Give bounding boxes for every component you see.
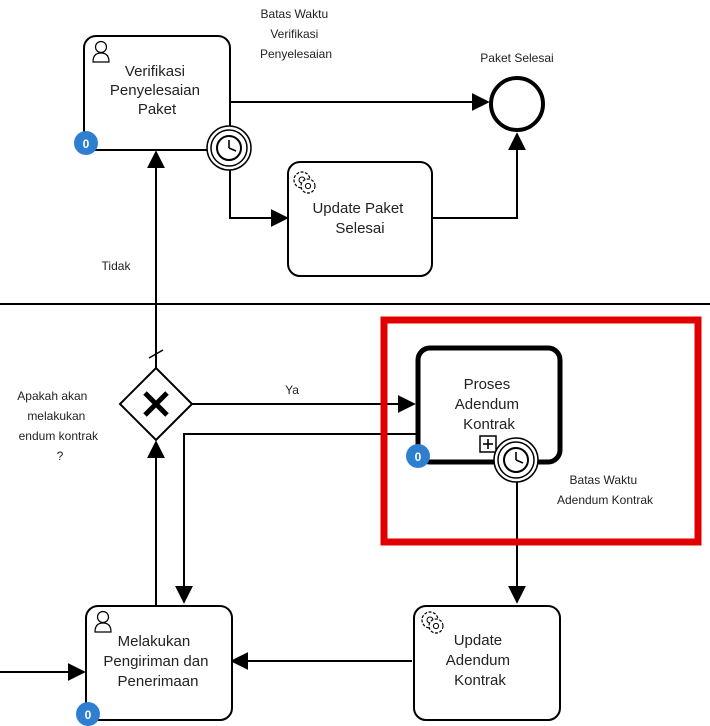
svg-text:Proses Adendum Kon: Proses Adendum Kontrak bbox=[455, 376, 523, 433]
svg-text:Update Paket Selesai: Update Paket Selesai bbox=[312, 200, 407, 237]
task-verifikasi[interactable]: Verifikasi Penyelesaian Paket bbox=[83, 35, 231, 151]
subprocess-plus-icon bbox=[479, 435, 497, 453]
svg-text:0: 0 bbox=[85, 708, 92, 722]
task-melakukan-pengiriman[interactable]: Melakukan Pengiriman dan Penerimaan bbox=[85, 605, 233, 721]
task-label-line: Verifikasi bbox=[125, 63, 185, 80]
gateway-question-label: Apakah akan melakukan endum kontrak ? bbox=[17, 389, 101, 463]
user-icon bbox=[92, 40, 110, 63]
timer-boundary-event-adendum[interactable] bbox=[493, 437, 539, 483]
flow-update-paket-to-end bbox=[432, 132, 526, 219]
task-update-paket-selesai[interactable]: Update Paket Selesai bbox=[287, 161, 433, 277]
flow-label-tidak: Tidak bbox=[102, 259, 132, 273]
highlight-box bbox=[380, 316, 702, 546]
count-badge: 0 bbox=[76, 702, 100, 726]
end-event-label: Paket Selesai bbox=[480, 51, 553, 65]
timer-verifikasi-label: Batas Waktu Verifikasi Penyelesaian bbox=[260, 7, 332, 61]
task-label-line: Adendum bbox=[446, 652, 510, 669]
task-label-line: Proses bbox=[464, 376, 511, 393]
gear-icon bbox=[293, 171, 316, 194]
task-label-line: Adendum bbox=[455, 396, 519, 413]
count-badge: 0 bbox=[74, 131, 98, 155]
count-badge: 0 bbox=[406, 444, 430, 468]
task-label-line: Update bbox=[454, 632, 502, 649]
end-event[interactable] bbox=[489, 76, 545, 132]
svg-text:Update Adendum Kon: Update Adendum Kontrak bbox=[446, 632, 514, 689]
flow-adendum-to-melakukan bbox=[175, 433, 418, 604]
svg-text:Verifikasi Penyelesaian: Verifikasi Penyelesaian Paket bbox=[110, 63, 204, 118]
x-icon bbox=[143, 391, 169, 417]
task-label-line: Penerimaan bbox=[118, 673, 199, 690]
svg-text:0: 0 bbox=[415, 450, 422, 464]
task-label-line: Update Paket bbox=[312, 200, 404, 217]
user-icon bbox=[94, 610, 112, 633]
task-label-line: Paket bbox=[138, 101, 177, 118]
exclusive-gateway[interactable] bbox=[118, 366, 194, 442]
timer-boundary-event-verifikasi[interactable] bbox=[206, 125, 252, 171]
task-label-line: Selesai bbox=[335, 220, 384, 237]
task-update-adendum-kontrak[interactable]: Update Adendum Kontrak bbox=[413, 605, 561, 721]
task-label-line: Penyelesaian bbox=[110, 82, 200, 99]
task-label-line: Kontrak bbox=[463, 416, 515, 433]
clock-icon bbox=[216, 135, 242, 161]
svg-text:0: 0 bbox=[83, 137, 90, 151]
task-label-line: Kontrak bbox=[454, 672, 506, 689]
flow-verifikasi-to-update-paket bbox=[229, 150, 289, 227]
svg-text:Melakukan Pengiriman dan: Melakukan Pengiriman dan Penerimaan bbox=[103, 633, 212, 690]
clock-icon bbox=[503, 447, 529, 473]
timer-adendum-label: Batas Waktu Adendum Kontrak bbox=[557, 473, 654, 507]
gear-icon bbox=[421, 611, 444, 634]
task-label-line: Pengiriman dan bbox=[103, 653, 208, 670]
default-flow-marker bbox=[148, 349, 164, 359]
sequence-flows bbox=[0, 93, 526, 681]
task-proses-adendum-kontrak[interactable]: Proses Adendum Kontrak bbox=[415, 345, 563, 465]
flow-label-ya: Ya bbox=[285, 383, 299, 397]
task-label-line: Melakukan bbox=[118, 633, 191, 650]
